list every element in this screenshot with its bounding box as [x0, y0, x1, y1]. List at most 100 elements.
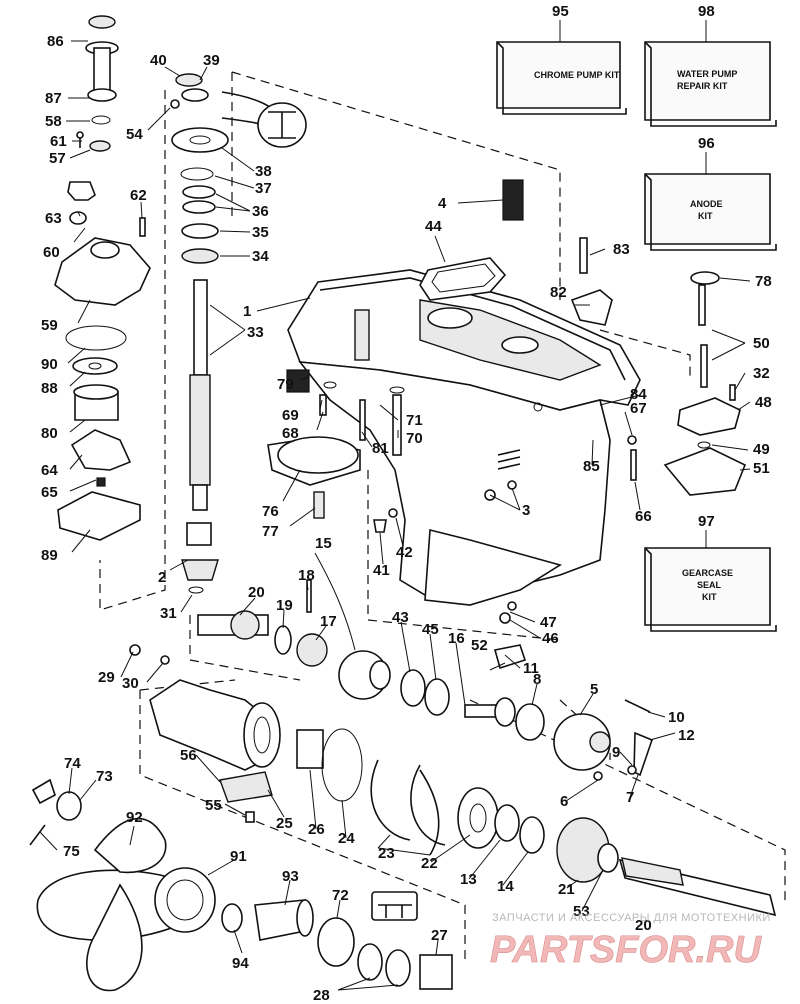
- callout-76: 76: [262, 503, 279, 520]
- callout-84: 84: [630, 386, 647, 403]
- callout-41: 41: [373, 562, 390, 579]
- kit-95-title: CHROME PUMP KIT: [534, 70, 620, 80]
- kit-97-title-line3: KIT: [702, 592, 717, 602]
- callout-52: 52: [471, 637, 488, 654]
- callout-80: 80: [41, 425, 58, 442]
- callout-18: 18: [298, 567, 315, 584]
- callout-16: 16: [448, 630, 465, 647]
- callout-34: 34: [252, 248, 269, 265]
- callout-43: 43: [392, 609, 409, 626]
- callout-91: 91: [230, 848, 247, 865]
- callout-70: 70: [406, 430, 423, 447]
- callout-55: 55: [205, 797, 222, 814]
- callout-74: 74: [64, 755, 81, 772]
- kit-97-title-line2: SEAL: [697, 580, 722, 590]
- kit-97-number: 97: [698, 513, 715, 530]
- callout-83: 83: [613, 241, 630, 258]
- callout-64: 64: [41, 462, 58, 479]
- callout-94: 94: [232, 955, 249, 972]
- callout-59: 59: [41, 317, 58, 334]
- callout-47: 47: [540, 614, 557, 631]
- callout-69: 69: [282, 407, 299, 424]
- callout-51: 51: [753, 460, 770, 477]
- kit-98-number: 98: [698, 3, 715, 20]
- callout-90: 90: [41, 356, 58, 373]
- callout-13: 13: [460, 871, 477, 888]
- kit-96-title-line2: KIT: [698, 211, 713, 221]
- gearcase-housing: [287, 269, 641, 606]
- callout-10: 10: [668, 709, 685, 726]
- callout-19: 19: [276, 597, 293, 614]
- callout-11: 11: [523, 660, 539, 677]
- callout-24: 24: [338, 830, 355, 847]
- callout-75: 75: [63, 843, 80, 860]
- callout-39: 39: [203, 52, 220, 69]
- callout-3: 3: [522, 502, 530, 519]
- callout-33: 33: [247, 324, 264, 341]
- callout-15: 15: [315, 535, 332, 552]
- callout-9: 9: [612, 744, 620, 761]
- callout-5: 5: [590, 681, 598, 698]
- watermark-brand: PARTSFOR.RU: [490, 929, 762, 971]
- callout-35: 35: [252, 224, 269, 241]
- callout-numbers: 86 87 58 61 57 40 39 54 38 37 36 35 34 3…: [41, 33, 772, 1004]
- callout-27: 27: [431, 927, 448, 944]
- callout-40: 40: [150, 52, 167, 69]
- callout-4: 4: [438, 195, 447, 212]
- callout-36: 36: [252, 203, 269, 220]
- callout-72: 72: [332, 887, 349, 904]
- callout-68: 68: [282, 425, 299, 442]
- callout-93: 93: [282, 868, 299, 885]
- watermark-tagline: ЗАПЧАСТИ И АКСЕССУАРЫ ДЛЯ МОТОТЕХНИКИ: [492, 912, 771, 924]
- callout-92: 92: [126, 809, 143, 826]
- callout-81: 81: [372, 440, 389, 457]
- callout-23: 23: [378, 845, 395, 862]
- kit-95: 95 CHROME PUMP KIT: [496, 3, 627, 115]
- callout-7: 7: [626, 789, 634, 806]
- callout-31: 31: [160, 605, 177, 622]
- callout-73: 73: [96, 768, 113, 785]
- watermark: ЗАПЧАСТИ И АКСЕССУАРЫ ДЛЯ МОТОТЕХНИКИ PA…: [490, 912, 771, 971]
- callout-46: 46: [542, 630, 559, 647]
- callout-37: 37: [255, 180, 272, 197]
- callout-28: 28: [313, 987, 330, 1004]
- callout-61: 61: [50, 133, 67, 150]
- callout-12: 12: [678, 727, 695, 744]
- callout-88: 88: [41, 380, 58, 397]
- right-parts: [267, 179, 747, 624]
- callout-32: 32: [753, 365, 770, 382]
- callout-53: 53: [573, 903, 590, 920]
- kit-95-number: 95: [552, 3, 569, 20]
- lower-parts: [29, 579, 777, 992]
- leader-lines: [39, 40, 751, 991]
- callout-8: 8: [533, 671, 541, 688]
- callout-57: 57: [49, 150, 66, 167]
- callout-58: 58: [45, 113, 62, 130]
- kit-98: 98 WATER PUMP REPAIR KIT: [644, 3, 777, 127]
- callout-56: 56: [180, 747, 197, 764]
- callout-79: 79: [277, 376, 294, 393]
- callout-26: 26: [308, 821, 325, 838]
- callout-48: 48: [755, 394, 772, 411]
- callout-78: 78: [755, 273, 772, 290]
- callout-2: 2: [158, 569, 166, 586]
- callout-29: 29: [98, 669, 115, 686]
- callout-14: 14: [497, 878, 514, 895]
- kit-96: 96 ANODE KIT: [644, 135, 777, 251]
- callout-87: 87: [45, 90, 62, 107]
- callout-20-shaft: 20: [635, 917, 652, 934]
- kit-98-title-line1: WATER PUMP: [677, 69, 737, 79]
- callout-77: 77: [262, 523, 279, 540]
- callout-30: 30: [122, 675, 139, 692]
- callout-82: 82: [550, 284, 567, 301]
- callout-44: 44: [425, 218, 442, 235]
- callout-71: 71: [406, 412, 423, 429]
- callout-86: 86: [47, 33, 64, 50]
- callout-67: 67: [630, 400, 647, 417]
- kit-96-number: 96: [698, 135, 715, 152]
- callout-20: 20: [248, 584, 265, 601]
- callout-45: 45: [422, 621, 439, 638]
- callout-60: 60: [43, 244, 60, 261]
- callout-17: 17: [320, 613, 337, 630]
